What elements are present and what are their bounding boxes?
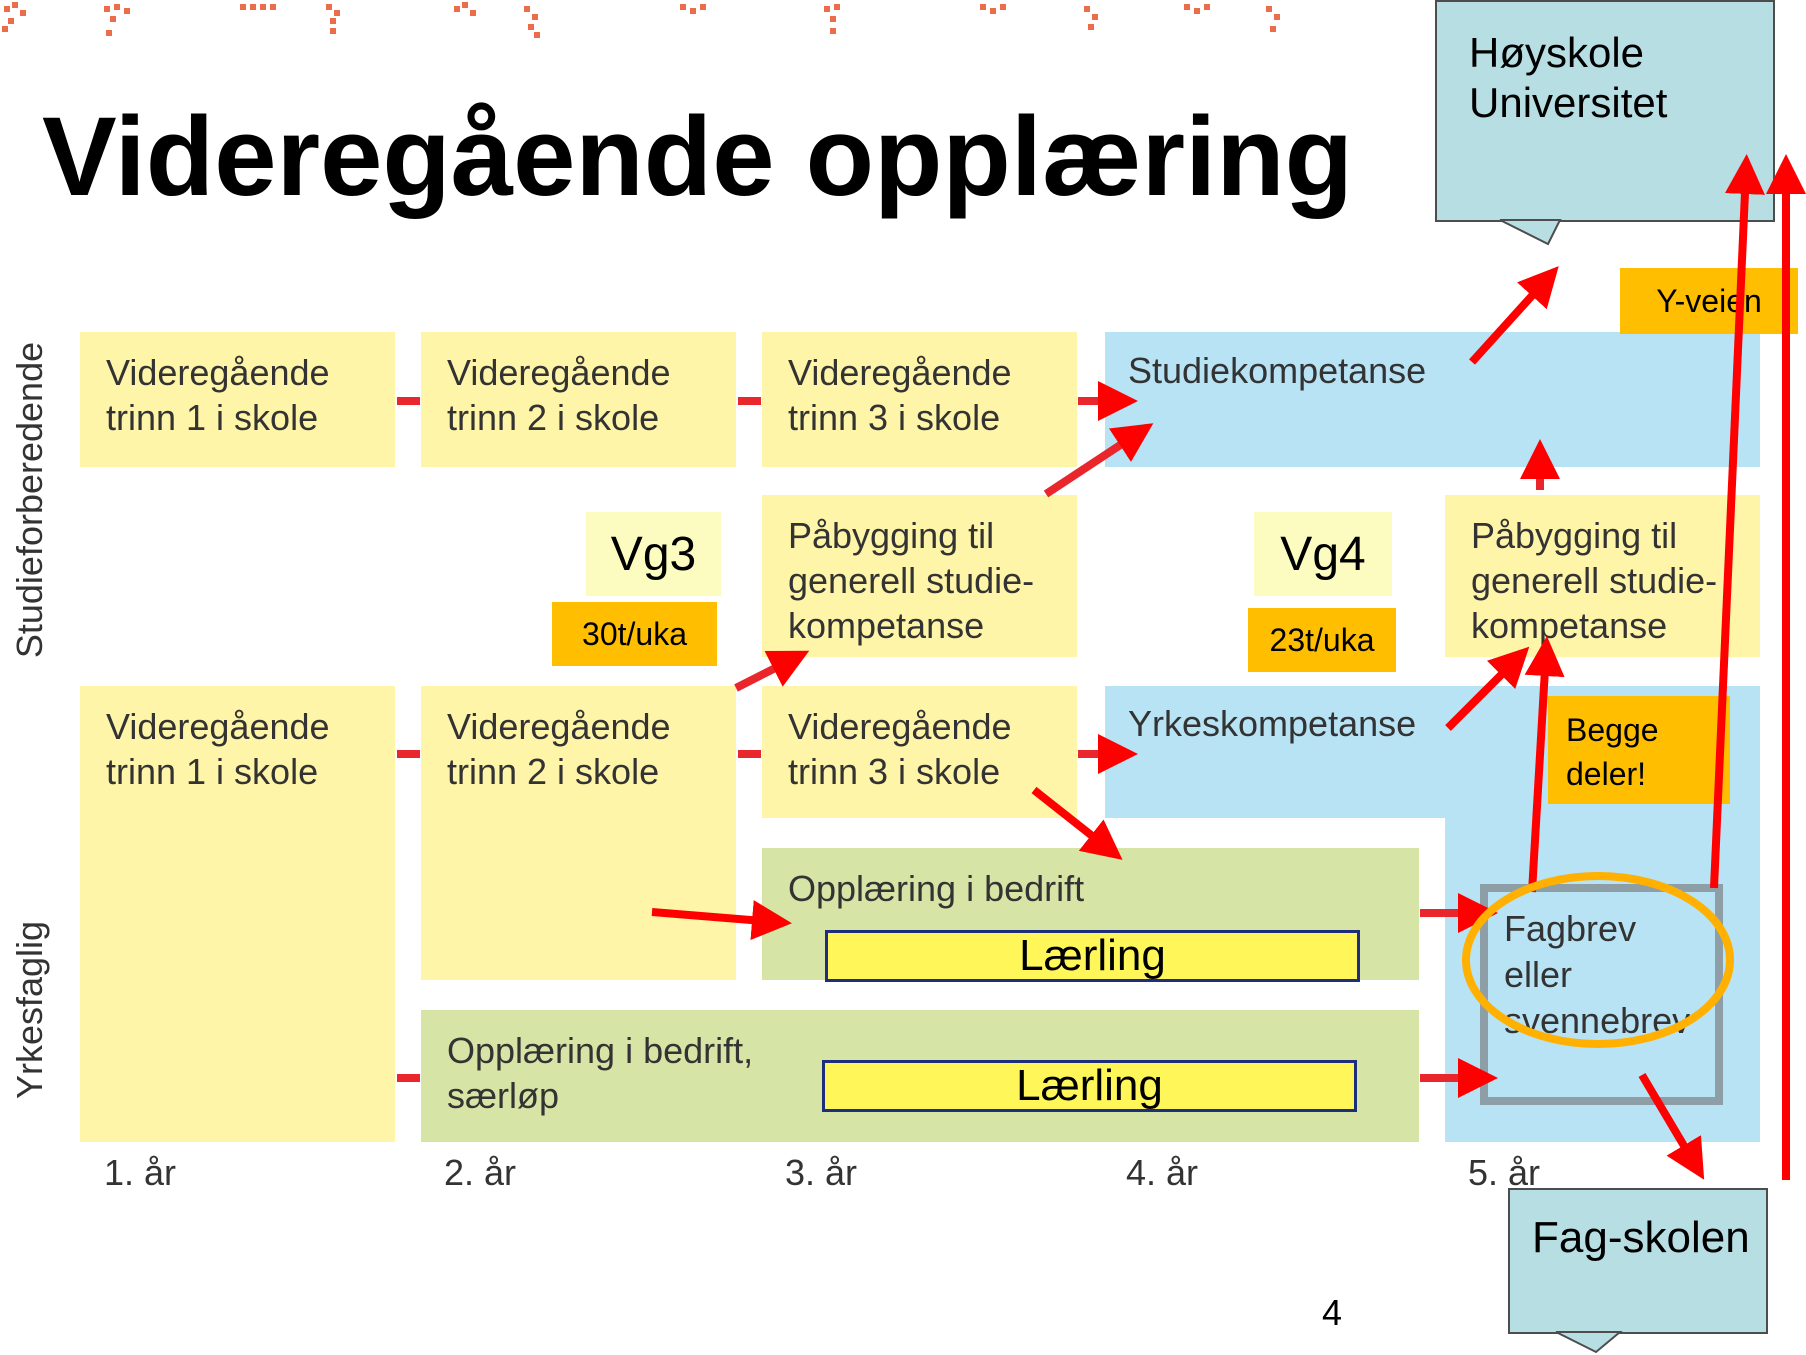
arrow-yrkeskompetanse-to-pabygging — [1445, 646, 1530, 731]
year-label-4: 4. år — [1126, 1152, 1199, 1193]
callout-hoyskole-pointer — [1499, 219, 1562, 246]
hours-30-pointer — [582, 666, 606, 678]
arrow-pabygging1-to-studiekompetanse — [1043, 423, 1154, 498]
box-studiekompetanse: Studiekompetanse — [1128, 350, 1427, 391]
year-label-1: 1. år — [104, 1152, 177, 1193]
arrow-fagbrev-to-pabygging — [1524, 636, 1565, 893]
page-number: 4 — [1322, 1292, 1343, 1333]
year-label-5: 5. år — [1468, 1152, 1541, 1193]
label-vg3: Vg3 — [586, 512, 721, 596]
arrow-fagbrev-to-fagskolen — [1638, 1072, 1705, 1180]
page-title: Videregående opplæring — [42, 94, 1354, 219]
arrow-diag-vg2-to-studiekompetanse — [734, 650, 810, 692]
arrow-y-veien-1 — [1710, 154, 1765, 889]
larling-bar-2: Lærling — [822, 1060, 1357, 1112]
fagbrev-circle — [1462, 872, 1734, 1048]
callout-fagskolen-text: Fag-skolen — [1532, 1213, 1750, 1262]
box-yrkeskompetanse: Yrkeskompetanse — [1128, 703, 1417, 744]
callout-fagskolen: Fag-skolen — [1508, 1188, 1768, 1334]
label-hours-23: 23t/uka — [1248, 608, 1396, 672]
box-pabygging-2: Påbygging til generell studie-kompetanse — [1445, 495, 1760, 657]
box-pabygging-1: Påbygging til generell studie-kompetanse — [762, 495, 1077, 657]
arrow-studiekompetanse-to-hoyskole — [1469, 266, 1559, 365]
year-label-2: 2. år — [444, 1152, 517, 1193]
decorative-top-border — [2, 2, 1280, 38]
box-yf-vg1: Videregående trinn 1 i skole — [80, 686, 395, 1142]
callout-fagskolen-pointer — [1555, 1331, 1623, 1354]
label-vg4: Vg4 — [1254, 512, 1392, 596]
year-label-3: 3. år — [785, 1152, 858, 1193]
callout-hoyskole-line2: Universitet — [1469, 79, 1668, 126]
callout-hoyskole: Høyskole Universitet — [1435, 0, 1775, 222]
arrow-into-bedrift — [651, 900, 792, 941]
studiekompetanse-region — [1105, 332, 1760, 467]
box-sf-vg2: Videregående trinn 2 i skole — [421, 332, 736, 467]
arrow-vg3-to-bedrift — [1031, 786, 1123, 860]
callout-hoyskole-line1: Høyskole — [1469, 29, 1645, 76]
box-sf-vg3: Videregående trinn 3 i skole — [762, 332, 1077, 467]
box-yf-vg2: Videregående trinn 2 i skole — [421, 686, 736, 980]
label-hours-30: 30t/uka — [552, 602, 717, 666]
label-begge-deler: Begge deler! — [1548, 696, 1730, 804]
box-sf-vg1: Videregående trinn 1 i skole — [80, 332, 395, 467]
box-yf-vg3: Videregående trinn 3 i skole — [762, 686, 1077, 818]
larling-bar-1: Lærling — [825, 930, 1360, 982]
